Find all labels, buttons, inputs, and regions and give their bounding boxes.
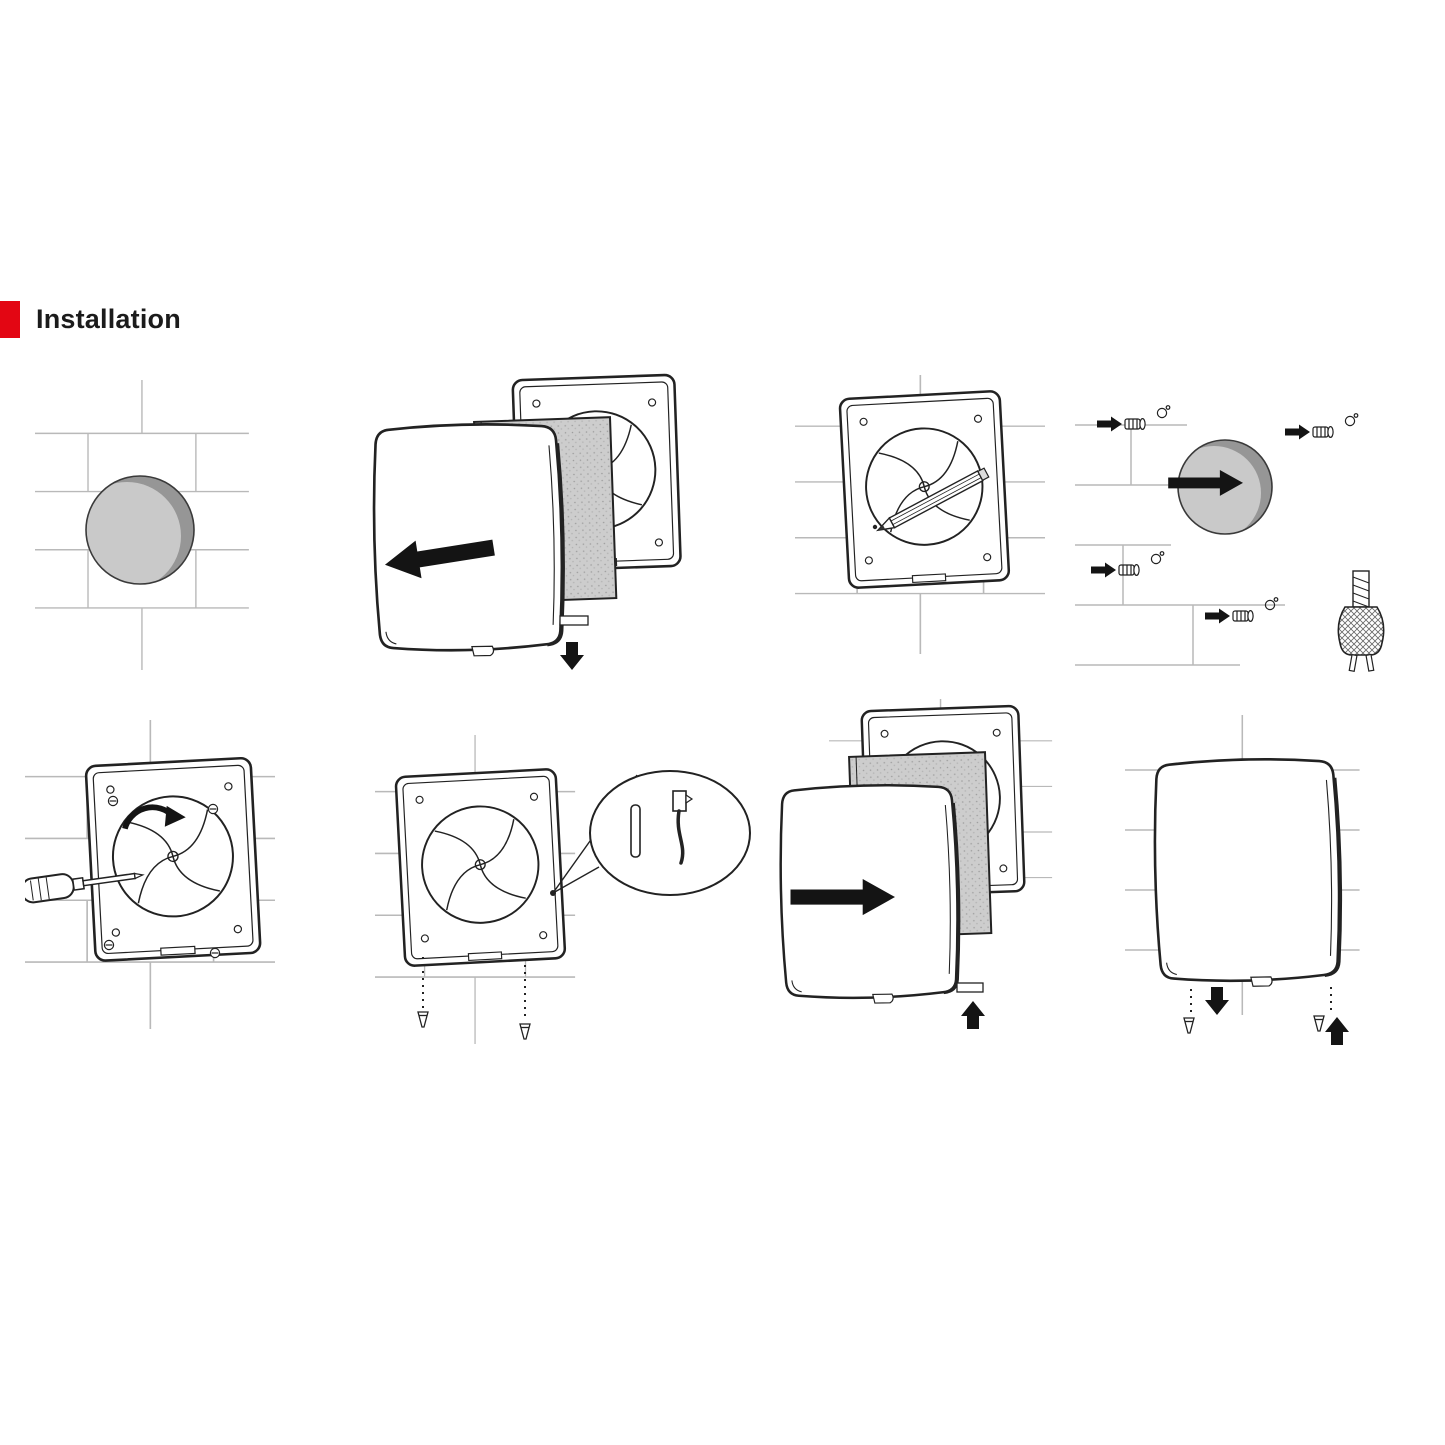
- cone-plug-icon: [1313, 1015, 1325, 1032]
- wall-plug-large-icon: [1337, 570, 1385, 673]
- fan-housing: [84, 756, 262, 963]
- zoom-detail-circle: [550, 770, 751, 896]
- step-7-illustration: [777, 698, 1053, 1029]
- page-title: Installation: [36, 303, 181, 334]
- cable-pin: [630, 804, 641, 858]
- screw-icon: [209, 947, 221, 959]
- step-8-illustration: [1125, 715, 1360, 1045]
- front-cover: [1152, 756, 1345, 990]
- wall-plug-arrow-icon: [1090, 561, 1140, 579]
- fixing-clip: [559, 615, 589, 626]
- cone-plug-icon: [1183, 1017, 1195, 1034]
- alignment-dashed-lines: [422, 957, 526, 1021]
- drilled-hole-icon: [1344, 413, 1359, 427]
- drilled-hole-icon: [1156, 405, 1171, 419]
- screw-icon: [103, 939, 115, 951]
- wall-plug-arrow-icon: [1096, 415, 1146, 433]
- wall-hole: [1177, 439, 1273, 535]
- cable-connector-icon: [672, 790, 694, 865]
- section-header: Installation: [0, 299, 181, 339]
- step-1-illustration: [35, 380, 250, 670]
- screw-icon: [107, 795, 119, 807]
- wall-plug-arrow-icon: [1204, 607, 1254, 625]
- step-3-illustration: [795, 375, 1045, 655]
- clip-down-arrow-icon: [560, 642, 584, 670]
- up-arrow-icon: [1325, 1017, 1349, 1045]
- step-5-illustration: [25, 720, 275, 1030]
- drilled-hole-icon: [1264, 597, 1279, 611]
- front-cover: [371, 421, 567, 659]
- step-6-illustration: [375, 735, 751, 1045]
- clip-up-arrow-icon: [961, 1001, 985, 1029]
- fixing-clip: [956, 982, 984, 993]
- wall-plug-arrow-icon: [1284, 423, 1334, 441]
- alignment-dashed-lines: [1190, 987, 1332, 1015]
- screw-icon: [207, 803, 219, 815]
- pencil-mark: [872, 524, 878, 530]
- step-4-illustration: [1075, 405, 1385, 673]
- drilled-hole-icon: [1150, 551, 1165, 565]
- cone-plug-icon: [417, 1011, 429, 1028]
- down-arrow-icon: [1205, 987, 1229, 1015]
- wall-hole: [85, 475, 195, 585]
- cone-plug-icon: [519, 1023, 531, 1040]
- fan-housing: [394, 767, 567, 968]
- fan-housing: [838, 389, 1011, 590]
- red-section-marker: [0, 300, 20, 338]
- step-2-illustration: [371, 373, 683, 670]
